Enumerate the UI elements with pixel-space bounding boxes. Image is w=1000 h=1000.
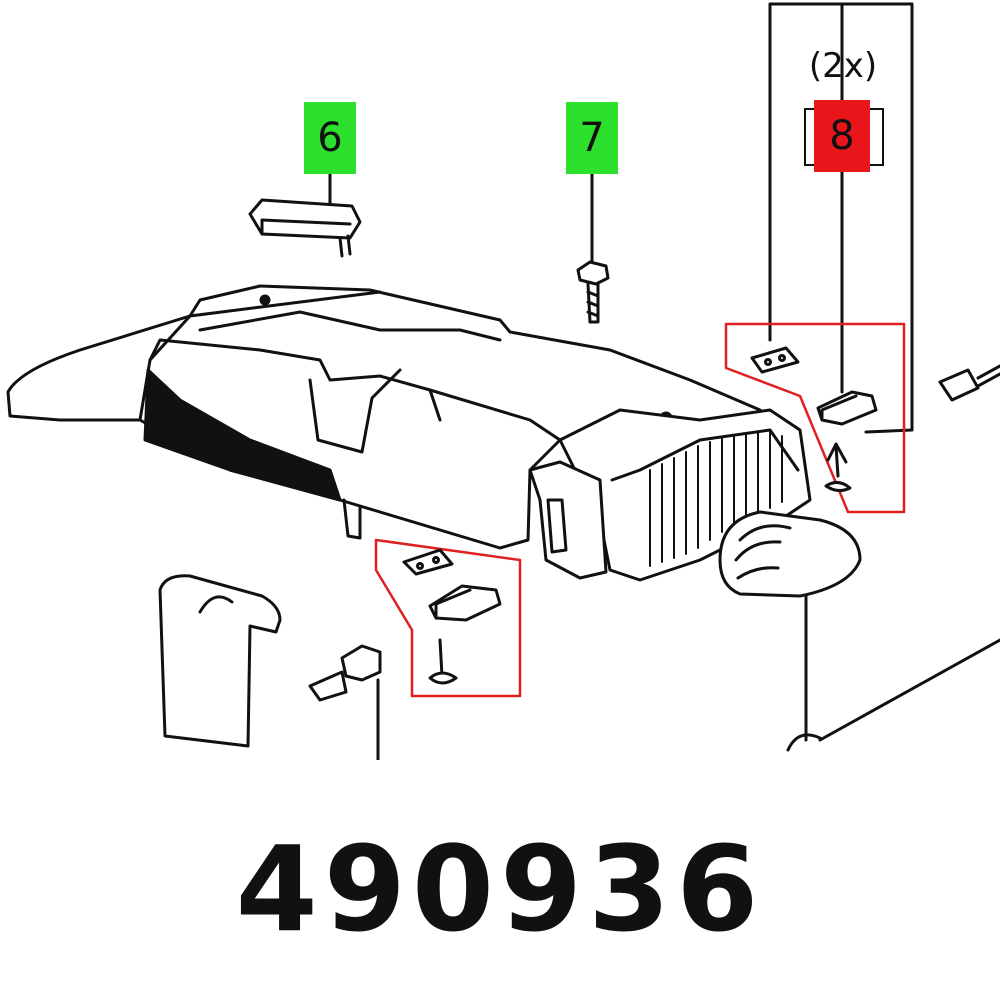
quantity-note: (2x) — [808, 46, 878, 86]
callout-8: 8 — [814, 100, 870, 172]
callout-6-label: 6 — [317, 115, 343, 161]
housing-cover — [6, 284, 762, 550]
highlight-group-upper — [724, 322, 906, 514]
grip-assembly — [528, 408, 862, 598]
part-8-lower-kit — [402, 548, 502, 685]
connector — [938, 364, 1000, 402]
callout-8-label: 8 — [829, 113, 855, 159]
callout-7: 7 — [566, 102, 618, 174]
brush-holder — [308, 644, 382, 702]
part-8-upper-kit — [750, 346, 878, 493]
side-cover — [158, 574, 282, 748]
highlight-group-lower — [374, 538, 522, 698]
part-number: 490936 — [235, 820, 765, 958]
part-7-screw — [576, 260, 610, 324]
callout-6: 6 — [304, 102, 356, 174]
part-6-clip — [248, 198, 362, 258]
exploded-parts-diagram — [6, 2, 1000, 760]
callout-7-label: 7 — [579, 115, 605, 161]
